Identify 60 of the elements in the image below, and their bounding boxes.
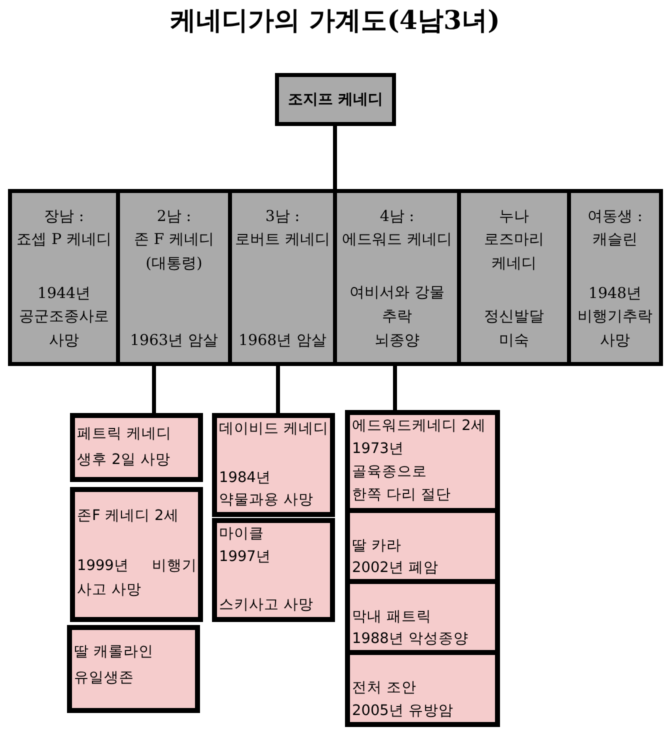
fate-note: 여비서와 강물 추락 [348, 282, 446, 326]
person-cell [116, 193, 228, 366]
fate-note: 정신발달 미숙 [483, 306, 545, 350]
person-name: 조지프 케네디 [288, 89, 384, 110]
person-box [70, 413, 203, 482]
relation-label: 누나 [499, 206, 529, 227]
person-name: 에드워드케네디 2세 [352, 417, 486, 436]
tree-line [333, 126, 337, 189]
person-box [212, 518, 335, 622]
person-box [70, 487, 203, 622]
fate-note: 1948년 비행기추락 사망 [576, 282, 654, 350]
person-cell [457, 193, 567, 366]
tree-line [393, 366, 397, 410]
person-cell [333, 193, 457, 366]
fate-note: 2005년 유방암 [352, 702, 454, 721]
person-box [345, 410, 500, 513]
title: 케네디가의 가계도(4남3녀) [170, 5, 500, 37]
fate-note: 1944년 공군조종사로 사망 [18, 282, 110, 350]
person-box [345, 655, 500, 727]
person-box [345, 513, 500, 584]
person-box [345, 584, 500, 655]
relation-label: 장남 : [44, 206, 84, 227]
row-frame [8, 189, 663, 366]
fate-note: 생후 2일 사망 [77, 451, 170, 470]
person-name: 죠셉 P 케네디 [16, 229, 112, 250]
person-cell [228, 193, 333, 366]
person-cell [567, 193, 659, 366]
tree-line [276, 366, 280, 413]
fate-note: 1963년 암살 [130, 330, 218, 350]
person-name: 로버트 케네디 [235, 229, 330, 250]
fate-note: 1968년 암살 [238, 330, 326, 350]
person-name: 존F 케네디 2세 [77, 507, 179, 526]
person-name: 딸 캐롤라인 [74, 643, 154, 662]
person-name: 마이클 [219, 525, 264, 544]
person-box [212, 413, 335, 517]
fate-note: 1988년 악성종양 [352, 630, 469, 649]
person-name: 에드워드 케네디 [342, 229, 452, 250]
fate-note: 뇌종양 [374, 330, 420, 350]
fate-note: 2002년 폐암 [352, 559, 439, 578]
person-name: 페트릭 케네디 [77, 425, 172, 444]
person-name: 막내 패트릭 [352, 608, 432, 627]
person-name: 로즈마리 케네디 [483, 229, 545, 274]
person-box [67, 625, 200, 713]
person-box [275, 73, 396, 126]
relation-label: 4남 : [380, 206, 414, 227]
fate-note: 1973년 골육종으로 한쪽 다리 절단 [352, 440, 452, 505]
fate-note: 1997년 [219, 548, 271, 567]
fate-note: 1999년 비행기 사고 사망 [77, 557, 197, 600]
relation-label: 여동생 : [588, 206, 642, 227]
person-name: 캐슬린 [592, 229, 638, 250]
person-name: 전처 조안 [352, 679, 417, 698]
person-name: 데이비드 케네디 [219, 420, 329, 439]
fate-note: 유일생존 [74, 669, 134, 688]
person-name: 딸 카라 [352, 537, 402, 556]
fate-note: 1984년 약물과용 사망 [219, 469, 315, 510]
person-name: 존 F 케네디 (대통령) [133, 229, 215, 274]
fate-note: 스키사고 사망 [219, 596, 314, 615]
tree-line [152, 366, 156, 413]
relation-label: 3남 : [265, 206, 300, 227]
relation-label: 2남 : [156, 206, 192, 227]
